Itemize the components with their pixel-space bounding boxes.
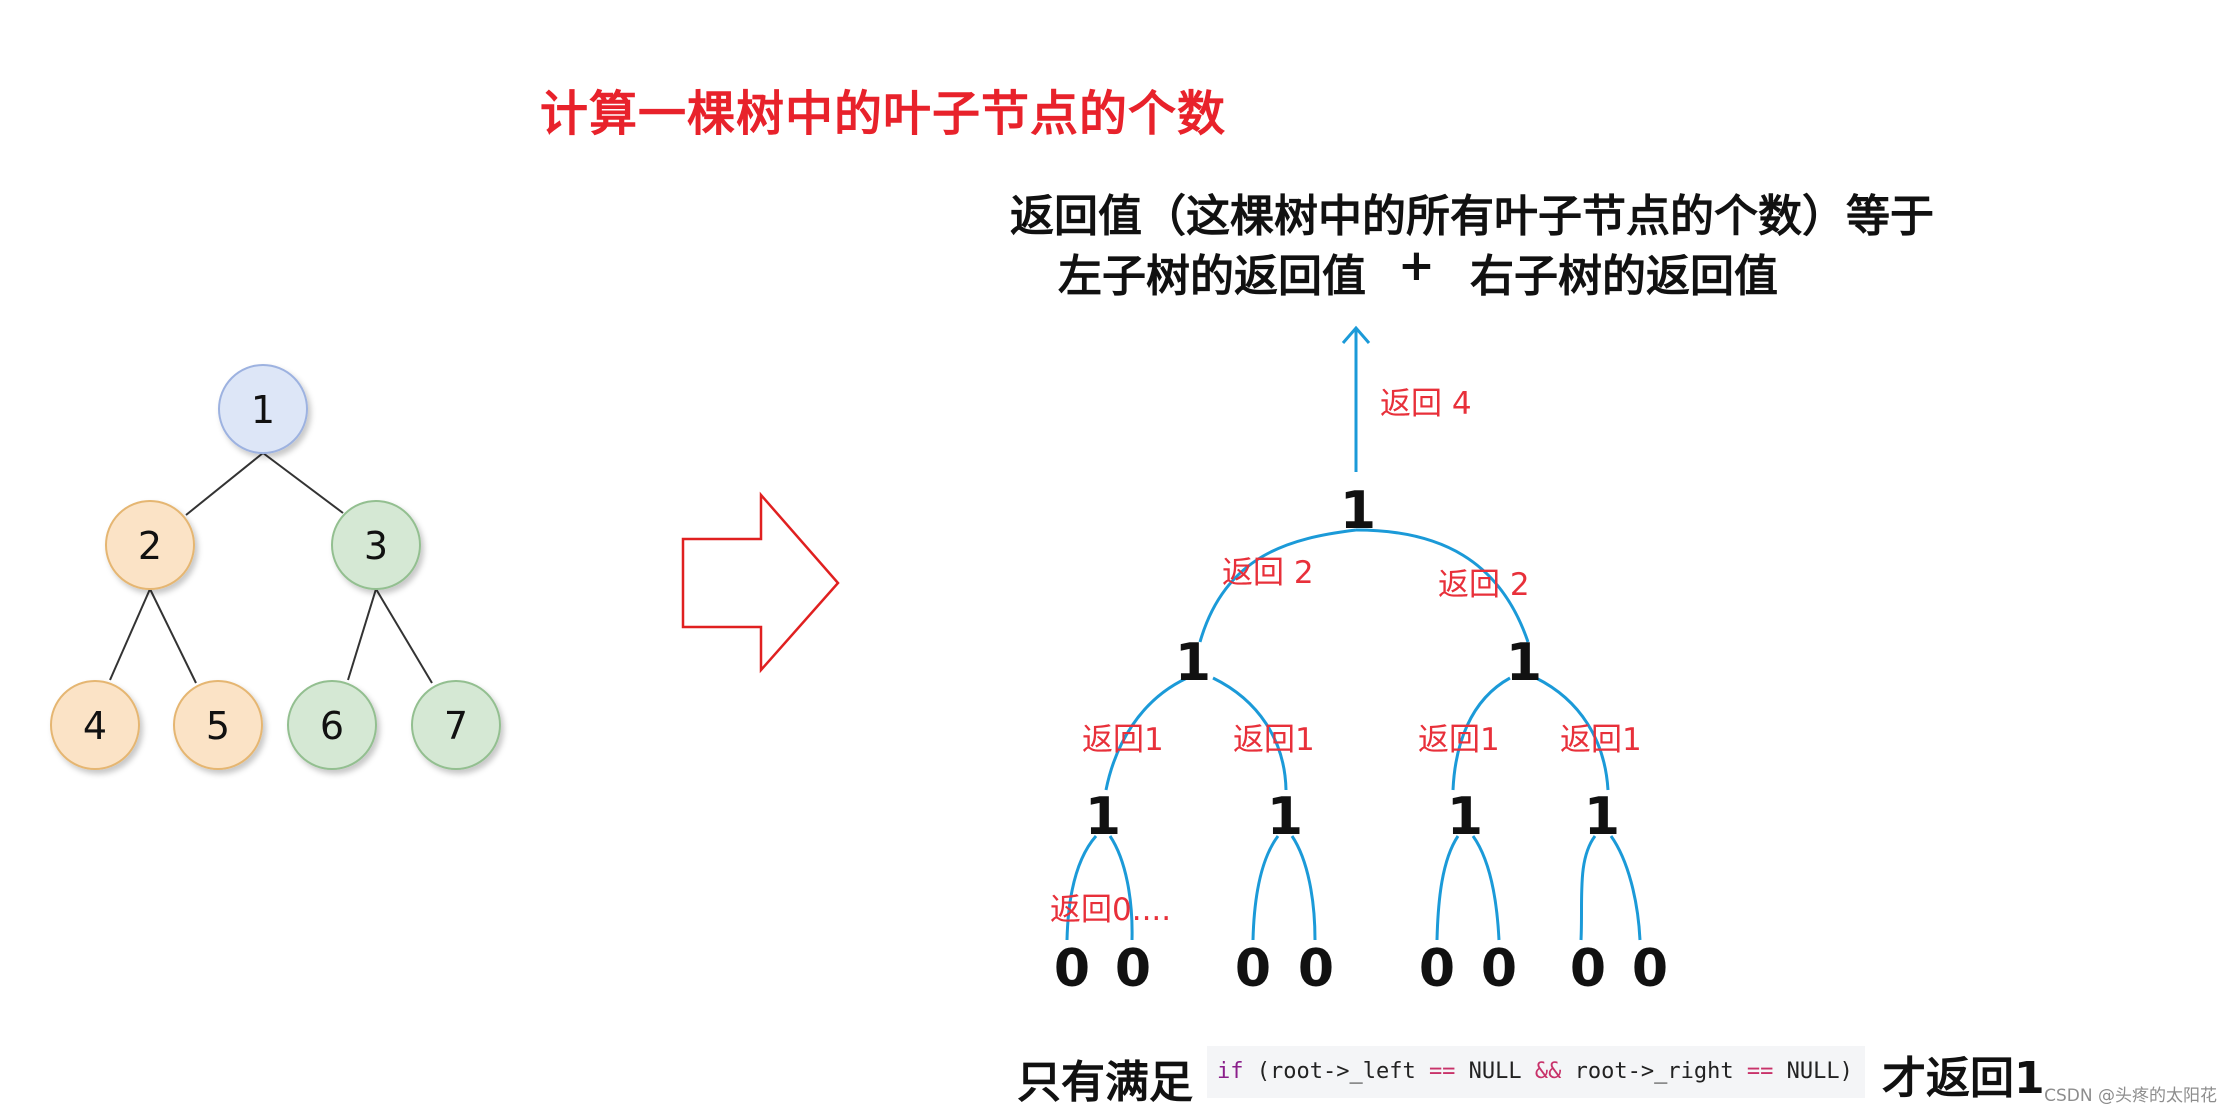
edge-root-right	[1355, 528, 1530, 643]
tree-node-label: 6	[320, 704, 344, 748]
leaf-value-4: 0	[1298, 939, 1334, 999]
level2-value-3: 1	[1447, 787, 1483, 847]
code-part-a: (root->_left	[1243, 1059, 1429, 1084]
leaf-value-8: 0	[1632, 939, 1668, 999]
return-label-l2-2: 返回1	[1233, 722, 1315, 758]
edge-2-5	[149, 588, 197, 684]
code-part-d: NULL)	[1773, 1059, 1853, 1084]
code-keyword: if	[1217, 1059, 1244, 1084]
edge-l1-b	[1212, 676, 1288, 791]
tree-node-6: 6	[287, 680, 377, 770]
leaf-edge-2	[1108, 835, 1134, 941]
leaf-value-6: 0	[1481, 939, 1517, 999]
explanation-left-subtree: 左子树的返回值	[1058, 251, 1366, 302]
return-label-left: 返回 2	[1222, 555, 1314, 591]
return-label-leaf: 返回0....	[1050, 892, 1171, 928]
tree-node-circle	[105, 500, 195, 590]
tree-node-circle	[50, 680, 140, 770]
condition-code: if (root->_left == NULL && root->_right …	[1207, 1046, 1865, 1098]
explanation-plus: +	[1398, 240, 1435, 291]
tree-node-label: 5	[206, 704, 230, 748]
level1-value-left: 1	[1175, 633, 1211, 693]
tree-node-circle	[218, 364, 308, 454]
leaf-edge-4	[1290, 835, 1317, 941]
leaf-edge-8	[1609, 835, 1642, 941]
edge-3-7	[375, 588, 433, 684]
leaf-value-5: 0	[1419, 939, 1455, 999]
leaf-edge-5	[1435, 835, 1460, 941]
source-tree-nodes: 1 2 3 4 5 6 7	[50, 364, 501, 770]
return-labels: 返回 4 返回 2 返回 2 返回1 返回1 返回1 返回1 返回0....	[1050, 386, 1642, 928]
up-arrow-head-icon	[1341, 325, 1371, 344]
tree-node-4: 4	[50, 680, 140, 770]
leaf-value-3: 0	[1235, 939, 1271, 999]
code-part-b: NULL	[1455, 1059, 1535, 1084]
tree-node-2: 2	[105, 500, 195, 590]
edge-root-left	[1198, 528, 1357, 643]
recursion-values: 1 1 1 1 1 1 1 0 0 0 0 0 0 0 0	[1054, 481, 1668, 999]
leaf-edge-6	[1471, 835, 1501, 941]
source-tree-edges	[109, 452, 433, 684]
watermark: CSDN @头疼的太阳花	[2044, 1086, 2217, 1106]
level2-value-1: 1	[1085, 787, 1121, 847]
tree-node-circle	[173, 680, 263, 770]
leaf-edge-7	[1579, 835, 1597, 941]
tree-node-1: 1	[218, 364, 308, 454]
tree-node-5: 5	[173, 680, 263, 770]
diagram-title: 计算一棵树中的叶子节点的个数	[540, 86, 1227, 142]
return-label-l2-4: 返回1	[1560, 722, 1642, 758]
condition-suffix: 才返回1	[1882, 1053, 2045, 1104]
return-label-l2-1: 返回1	[1082, 722, 1164, 758]
leaf-value-2: 0	[1115, 939, 1151, 999]
leaf-value-1: 0	[1054, 939, 1090, 999]
transform-arrow	[681, 491, 840, 674]
explanation-right-subtree: 右子树的返回值	[1470, 251, 1778, 302]
tree-node-label: 7	[444, 704, 468, 748]
leaf-edge-1	[1065, 835, 1098, 941]
edge-1-2	[185, 452, 264, 516]
return-label-l2-3: 返回1	[1418, 722, 1500, 758]
level2-value-2: 1	[1267, 787, 1303, 847]
tree-node-3: 3	[331, 500, 421, 590]
leaf-value-7: 0	[1570, 939, 1606, 999]
edge-l1-c	[1451, 676, 1511, 791]
edge-l1-a	[1104, 676, 1188, 791]
condition-prefix: 只有满足	[1017, 1057, 1193, 1108]
code-part-c: root->_right	[1561, 1059, 1747, 1084]
recursion-tree-edges	[1065, 325, 1642, 941]
edge-2-4	[109, 588, 151, 681]
code-op-eq-2: ==	[1746, 1059, 1774, 1084]
edge-1-3	[262, 452, 344, 514]
tree-node-circle	[411, 680, 501, 770]
tree-node-label: 2	[138, 524, 162, 568]
tree-node-circle	[287, 680, 377, 770]
level1-value-right: 1	[1506, 633, 1542, 693]
edge-3-6	[347, 588, 377, 681]
tree-node-7: 7	[411, 680, 501, 770]
code-op-eq-1: ==	[1428, 1059, 1456, 1084]
tree-node-label: 3	[364, 524, 388, 568]
edge-l1-d	[1535, 676, 1610, 791]
root-value: 1	[1340, 481, 1376, 541]
leaf-edge-3	[1251, 835, 1280, 941]
return-label-right: 返回 2	[1438, 567, 1530, 603]
tree-node-label: 1	[251, 388, 275, 432]
return-label-top: 返回 4	[1380, 386, 1472, 422]
level2-value-4: 1	[1584, 787, 1620, 847]
code-op-and: &&	[1534, 1059, 1562, 1084]
tree-node-label: 4	[83, 704, 107, 748]
explanation-line-1: 返回值（这棵树中的所有叶子节点的个数）等于	[1010, 191, 1934, 242]
tree-node-circle	[331, 500, 421, 590]
